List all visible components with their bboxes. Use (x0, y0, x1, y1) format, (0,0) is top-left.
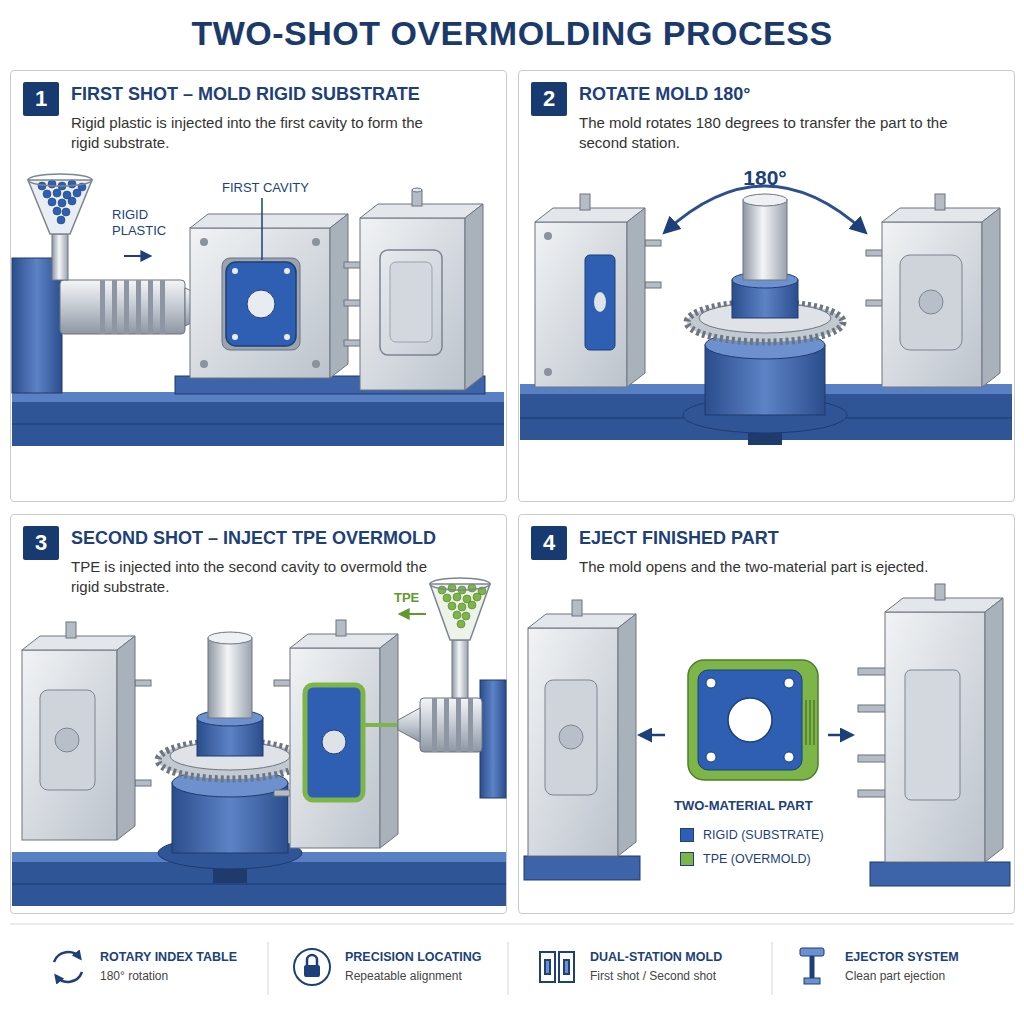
step-number-badge: 4 (531, 526, 567, 560)
feature-title: PRECISION LOCATING (345, 950, 505, 964)
mold-icon (540, 952, 574, 982)
step-panel: ROTATE MOLD 180° The mold rotates 180 deg… (518, 70, 1015, 502)
divider-line (268, 942, 269, 995)
ejector-icon (804, 978, 820, 984)
step-heading: EJECT FINISHED PART (579, 528, 779, 549)
divider-line (508, 942, 509, 995)
legend-swatch (680, 852, 694, 866)
step-description: The mold rotates 180 degrees to transfer… (579, 113, 959, 153)
rotation-icon (56, 972, 82, 982)
ejector-icon (810, 956, 815, 980)
ejector-icon (800, 948, 824, 956)
divider-line (10, 924, 1014, 925)
rotation-icon (54, 952, 82, 982)
step-number-badge: 2 (531, 82, 567, 116)
feature-title: DUAL-STATION MOLD (590, 950, 760, 964)
step-heading: FIRST SHOT – MOLD RIGID SUBSTRATE (71, 84, 420, 105)
mold-icon (564, 960, 569, 974)
step-heading: ROTATE MOLD 180° (579, 84, 751, 105)
step-number-badge: 1 (23, 82, 59, 116)
feature-description: Repeatable alignment (345, 969, 505, 983)
legend-text: TPE (OVERMOLD) (703, 852, 811, 866)
legend-entry: RIGID (SUBSTRATE) (680, 828, 824, 842)
step-number: 2 (531, 82, 567, 116)
feature-description: Clean part ejection (845, 969, 1005, 983)
feature-title: ROTARY INDEX TABLE (100, 950, 260, 964)
step-description: The mold opens and the two-material part… (579, 557, 959, 577)
material-label: RIGID PLASTIC (112, 207, 176, 239)
legend: RIGID (SUBSTRATE) TPE (OVERMOLD) (680, 828, 824, 876)
mold-icon (559, 952, 574, 982)
rotation-icon (54, 952, 80, 962)
diagram-title: TWO-SHOT OVERMOLDING PROCESS (0, 14, 1024, 53)
legend-text: RIGID (SUBSTRATE) (703, 828, 824, 842)
rotation-angle: 180° (725, 166, 805, 190)
lock-icon (294, 949, 330, 985)
ejector-icon (800, 948, 824, 984)
mold-icon (540, 952, 555, 982)
part-label: TWO-MATERIAL PART (674, 798, 844, 813)
lock-icon (307, 955, 317, 965)
legend-swatch (680, 828, 694, 842)
material-label: TPE (394, 590, 434, 605)
divider-line (772, 942, 773, 995)
step-description: Rigid plastic is injected into the first… (71, 113, 451, 153)
step-number-badge: 3 (23, 526, 59, 560)
step-panel: SECOND SHOT – INJECT TPE OVERMOLDTPE is … (10, 514, 507, 914)
step-panel: FIRST SHOT – MOLD RIGID SUBSTRATE Rigid p… (10, 70, 507, 502)
lock-icon (304, 965, 320, 977)
feature-description: 180° rotation (100, 969, 260, 983)
step-number: 4 (531, 526, 567, 560)
lock-icon (294, 949, 330, 985)
callout-label: FIRST CAVITY (222, 180, 332, 196)
step-number: 3 (23, 526, 59, 560)
step-number: 1 (23, 82, 59, 116)
feature-title: EJECTOR SYSTEM (845, 950, 1005, 964)
divider-line (10, 924, 1014, 995)
mold-icon (545, 960, 550, 974)
step-heading: SECOND SHOT – INJECT TPE OVERMOLD (71, 528, 436, 549)
feature-description: First shot / Second shot (590, 969, 760, 983)
legend-entry: TPE (OVERMOLD) (680, 852, 824, 866)
